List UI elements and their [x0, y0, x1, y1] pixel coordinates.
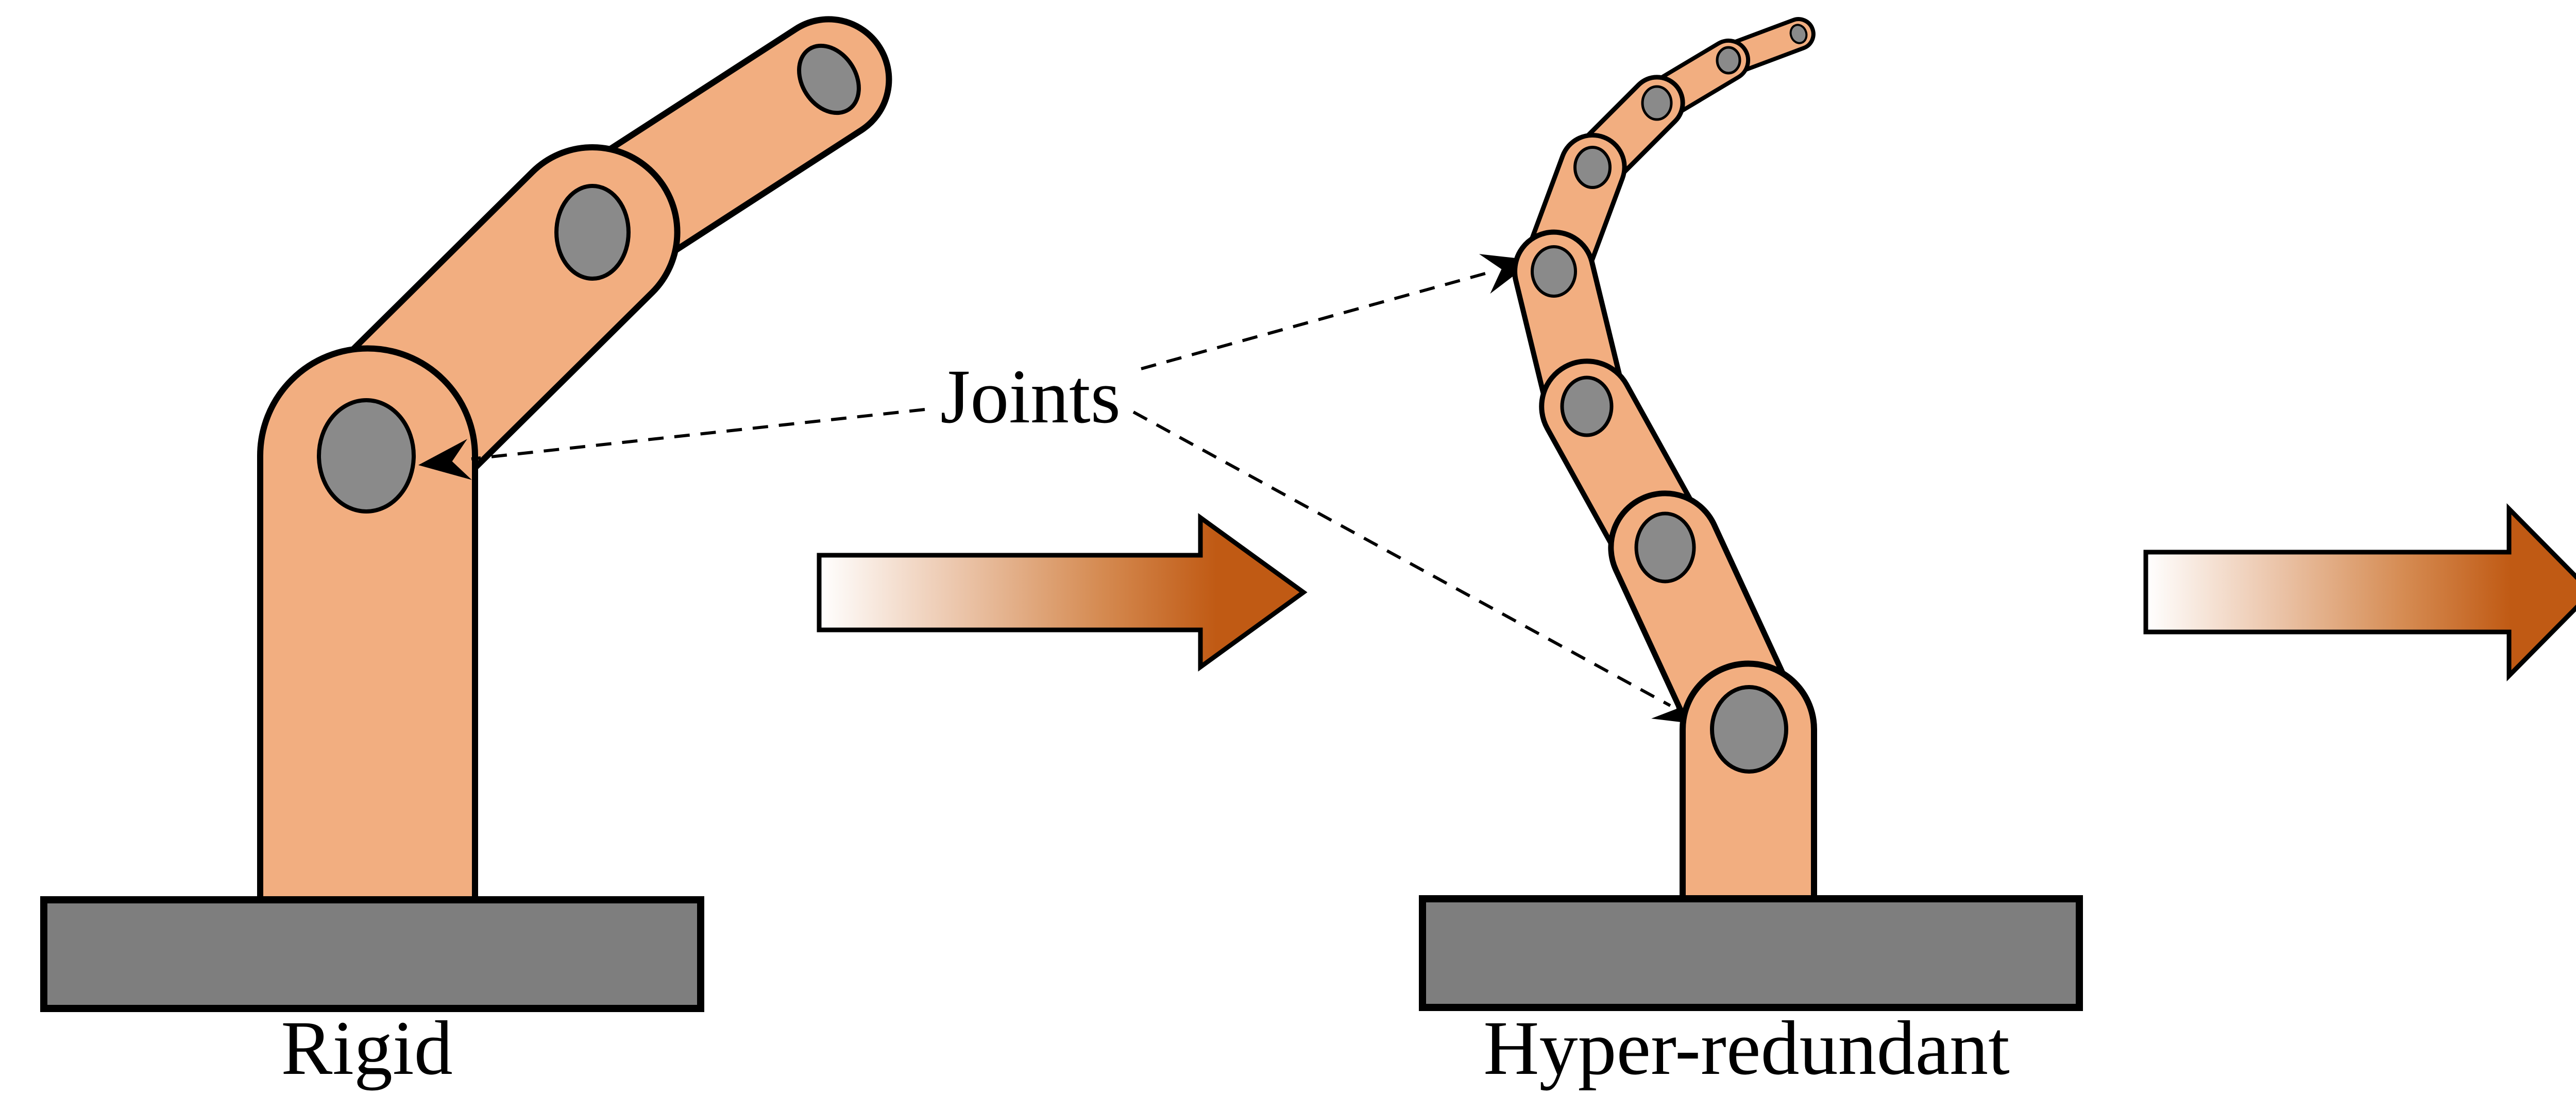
hyper-redundant-label: Hyper-redundant — [1483, 1005, 2010, 1091]
rigid-lower-link — [257, 345, 478, 922]
rigid-label: Rigid — [281, 1005, 452, 1091]
transition-arrow-rigid-to-hyper — [817, 513, 1308, 672]
rigid-panel: Rigid — [40, 16, 892, 1091]
joints-pointer-line-lower-right — [1132, 410, 1671, 707]
hyper-joint-1 — [1710, 685, 1788, 774]
rigid-base — [40, 896, 704, 1012]
joints-pointer-line-left — [471, 408, 925, 460]
joints-label: Joints — [940, 354, 1121, 439]
hyper-joint-2 — [1634, 511, 1696, 584]
hyper-redundant-panel: Hyper-redundant — [1419, 17, 2083, 1091]
rigid-elbow-joint — [554, 184, 631, 281]
hyper-redundant-base — [1419, 895, 2083, 1011]
hyper-joint-7 — [1716, 46, 1741, 75]
joints-pointer-arrowhead-left — [418, 439, 472, 480]
hyper-joint-5 — [1573, 146, 1612, 189]
hyper-joint-6 — [1641, 85, 1673, 121]
rigid-shoulder-joint — [317, 398, 416, 514]
hyper-joint-3 — [1560, 375, 1614, 437]
rigid-wrist-joint — [797, 43, 861, 115]
hyper-joint-4 — [1531, 245, 1577, 298]
hyper-tip-joint — [1789, 24, 1808, 44]
transition-arrow-hyper-to-continuum — [2143, 503, 2576, 681]
joints-annotation: Joints — [418, 254, 1706, 725]
joints-pointer-line-upper-right — [1141, 269, 1495, 370]
